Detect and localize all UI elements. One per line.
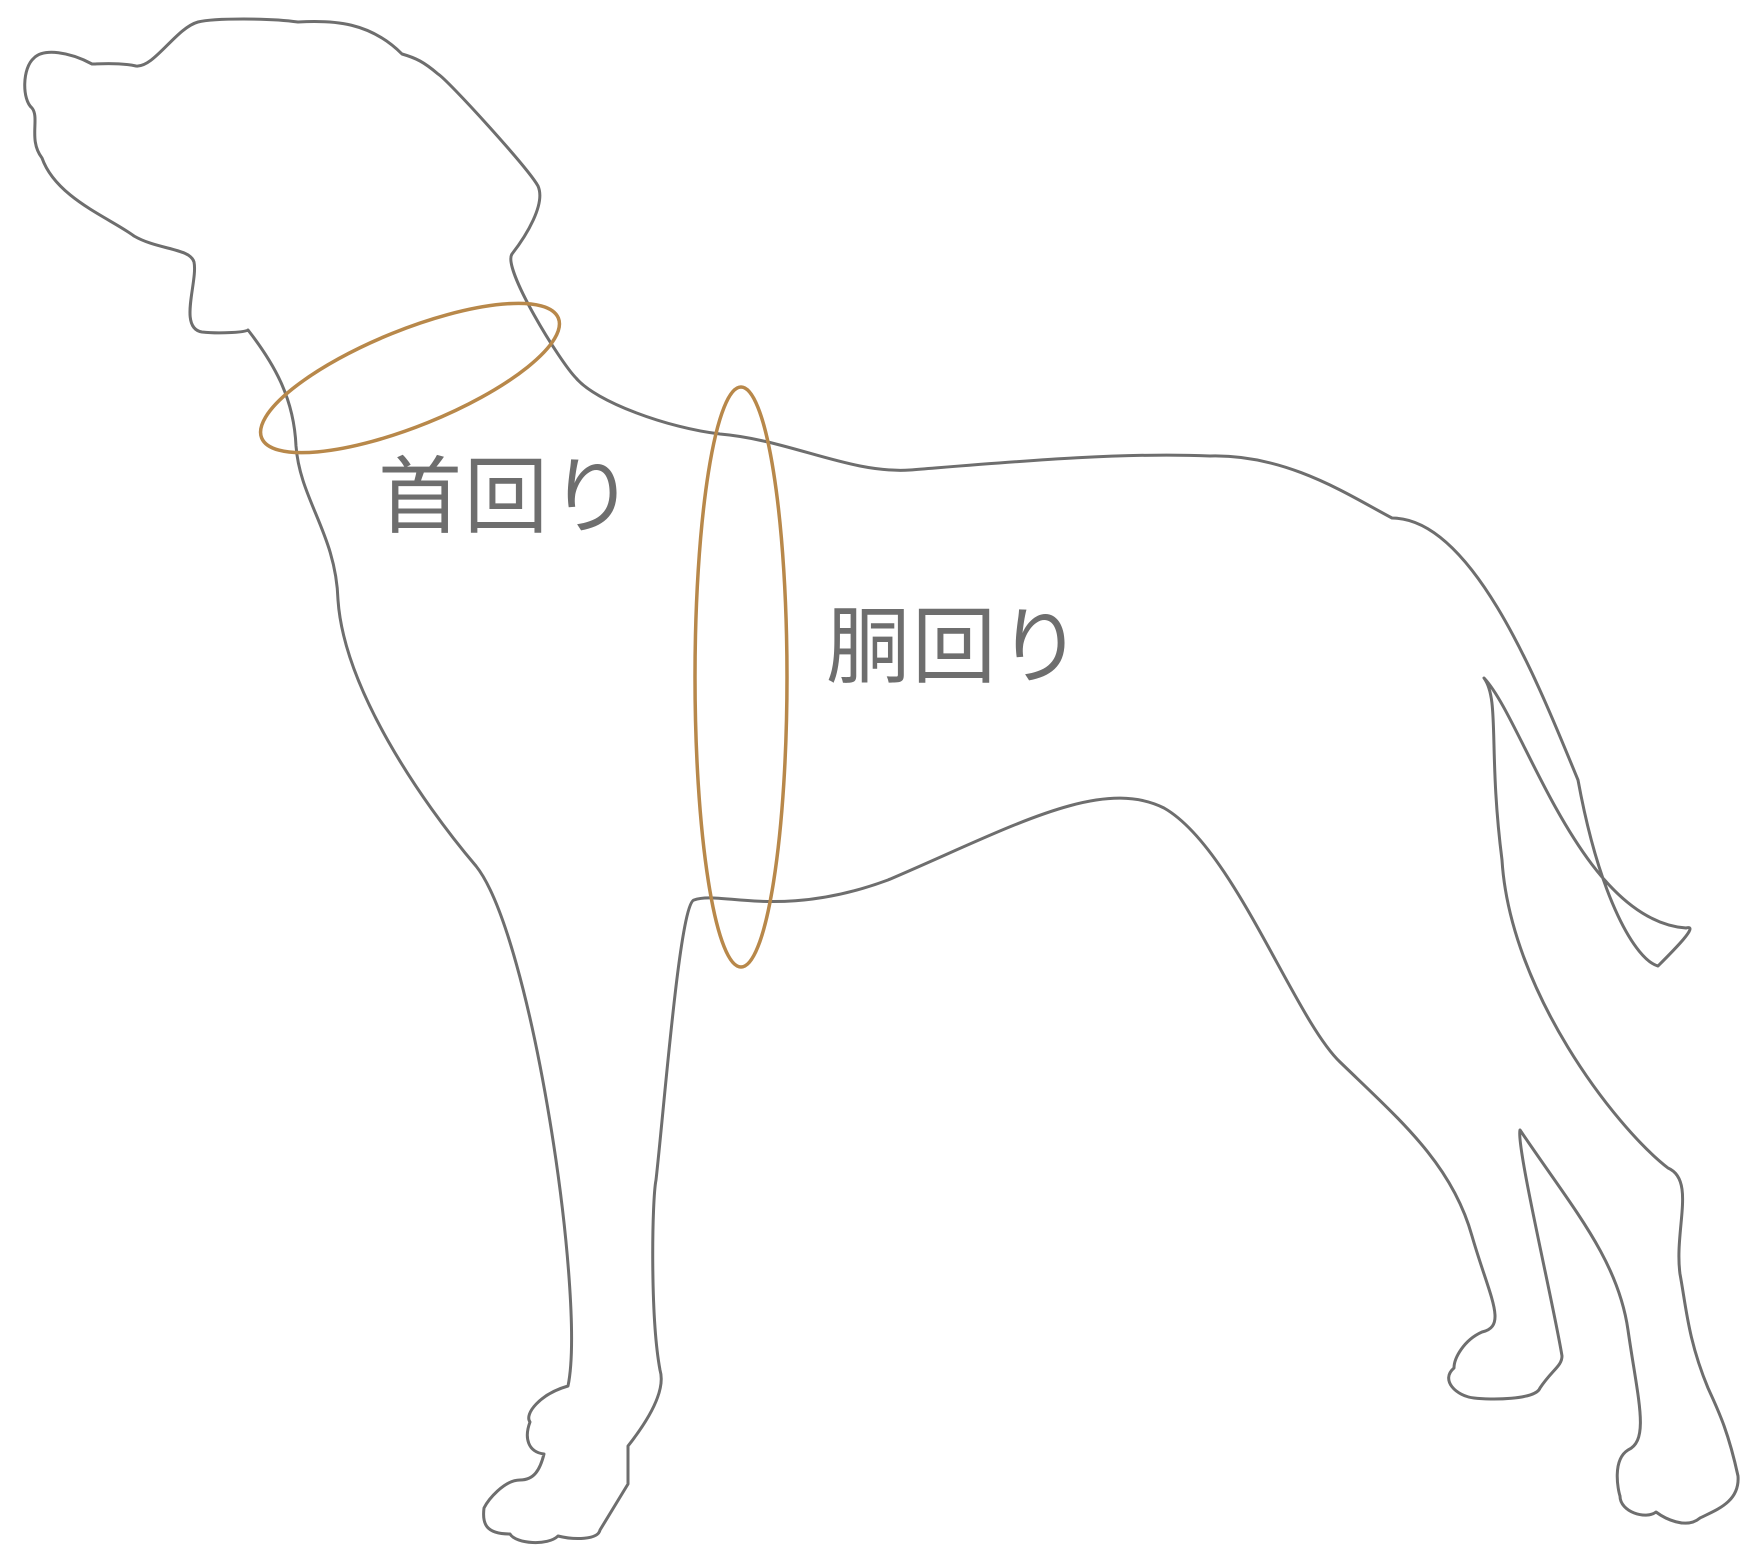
neck-measurement-loop bbox=[258, 301, 562, 455]
chest-measurement-loop bbox=[693, 385, 789, 969]
chest-label: 胴回り bbox=[826, 598, 1084, 696]
neck-label: 首回り bbox=[378, 448, 636, 546]
dog-silhouette bbox=[23, 17, 1740, 1544]
